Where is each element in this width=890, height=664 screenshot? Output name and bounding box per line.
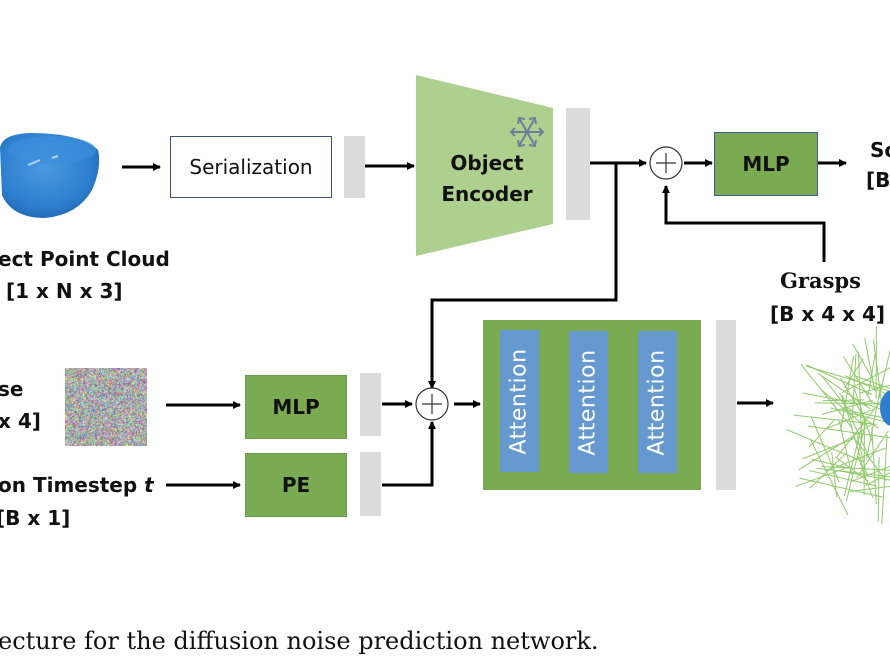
pe-feature (360, 452, 381, 516)
arrow-encoder-to-plus-bottom (428, 163, 618, 389)
attention-block-3: Attention (638, 331, 677, 473)
object-encoder-label: Object Encoder (432, 148, 542, 210)
attention-label-3: Attention (645, 348, 671, 456)
arrow-grasps-to-plus (662, 185, 826, 262)
object-encoder-label-line1: Object (450, 151, 524, 175)
grasps-shape: [B x 4 x 4] (770, 302, 886, 326)
attention-label-2: Attention (576, 348, 602, 456)
point-cloud-label: ect Point Cloud (0, 247, 170, 271)
timestep-label: on Timestep t (0, 473, 154, 497)
object-feature (566, 108, 590, 220)
attention-block-2: Attention (569, 331, 608, 473)
noise-shape: x 4] (0, 409, 41, 433)
score-mlp-block: MLP (714, 132, 818, 196)
point-cloud-shape: [1 x N x 3] (6, 279, 123, 303)
serialized-feature (344, 136, 365, 198)
timestep-label-text: on Timestep (0, 473, 138, 497)
score-mlp-label: MLP (742, 152, 790, 176)
score-output-label: Sc (870, 138, 890, 162)
noise-label: se (0, 377, 24, 401)
score-output-shape: [B (866, 168, 890, 192)
serialization-label: Serialization (189, 155, 313, 179)
add-operator-top (649, 146, 683, 180)
noise-mlp-block: MLP (245, 375, 347, 439)
figure-caption: ecture for the diffusion noise predictio… (0, 627, 599, 655)
grasps-label: Grasps (780, 268, 861, 293)
serialization-block: Serialization (170, 136, 332, 198)
noise-image (65, 368, 147, 446)
object-encoder-label-line2: Encoder (441, 182, 533, 206)
pe-label: PE (281, 473, 311, 497)
timestep-variable: t (144, 473, 154, 497)
noise-mlp-label: MLP (272, 395, 320, 419)
timestep-shape: [B x 1] (0, 506, 71, 530)
transformer-output-feature (716, 320, 736, 490)
pe-block: PE (245, 453, 347, 517)
attention-block-1: Attention (500, 330, 539, 472)
add-operator-bottom (415, 387, 449, 421)
arrow-pe-to-plus (382, 421, 436, 487)
attention-label-1: Attention (507, 347, 533, 455)
noise-mlp-feature (360, 373, 381, 436)
